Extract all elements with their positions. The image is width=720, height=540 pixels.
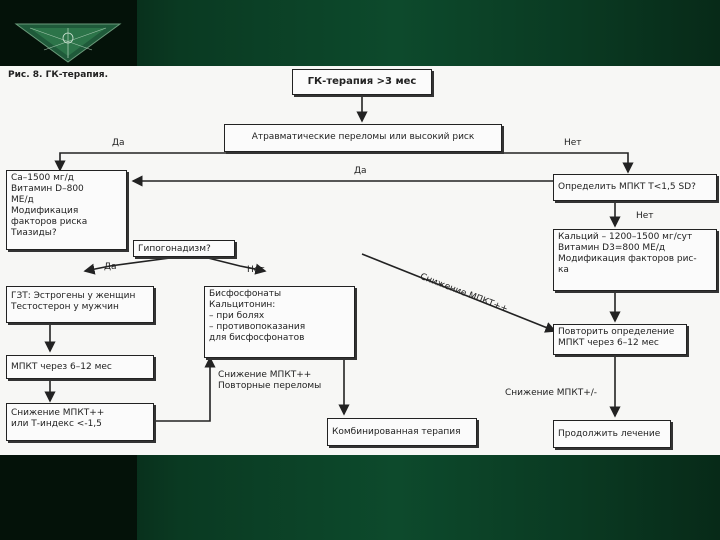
- label-decline-note: Снижение МПКТ++ Повторные переломы: [218, 370, 322, 391]
- connector-lines: [44, 97, 634, 422]
- label-yes-1: Да: [112, 138, 125, 148]
- node-bisphos: Бисфосфонаты Кальцитонин: – при болях – …: [204, 286, 355, 358]
- green-geometric-emblem-icon: [12, 20, 124, 68]
- node-continue: Продолжить лечение: [553, 420, 671, 448]
- node-bmd-check: Определить МПКТ Т<1,5 SD?: [553, 174, 717, 201]
- node-repeat-bmd: Повторить определение МПКТ через 6–12 ме…: [553, 324, 687, 355]
- node-decline: Снижение МПКТ++ или Т-индекс <-1,5: [6, 403, 154, 441]
- node-hrt: ГЗТ: Эстрогены у женщин Тестостерон у му…: [6, 286, 154, 323]
- figure-caption: Рис. 8. ГК-терапия.: [8, 70, 108, 80]
- flowchart-panel: Рис. 8. ГК-терапия.: [0, 66, 720, 455]
- node-combined: Комбинированная терапия: [327, 418, 477, 446]
- label-no-1: Нет: [564, 138, 582, 148]
- label-no-3: Нет: [247, 265, 265, 275]
- corner-panel-bottom: [0, 455, 137, 540]
- label-decline-pm: Снижение МПКТ+/-: [505, 388, 598, 398]
- node-ca-vitd: Са–1500 мг/д Витамин D–800 МЕ/д Модифика…: [6, 170, 127, 250]
- label-yes-3: Да: [104, 262, 117, 272]
- node-hypogonadism: Гипогонадизм?: [133, 240, 235, 257]
- node-start: ГК-терапия >3 мес: [292, 69, 432, 95]
- label-yes-2: Да: [354, 166, 367, 176]
- node-bmd-6-12: МПКТ через 6–12 мес: [6, 355, 154, 379]
- label-no-2: Нет: [636, 211, 654, 221]
- node-risk: Атравматические переломы или высокий рис…: [224, 124, 502, 152]
- node-calcium: Кальций – 1200–1500 мг/сут Витамин D3=80…: [553, 229, 717, 291]
